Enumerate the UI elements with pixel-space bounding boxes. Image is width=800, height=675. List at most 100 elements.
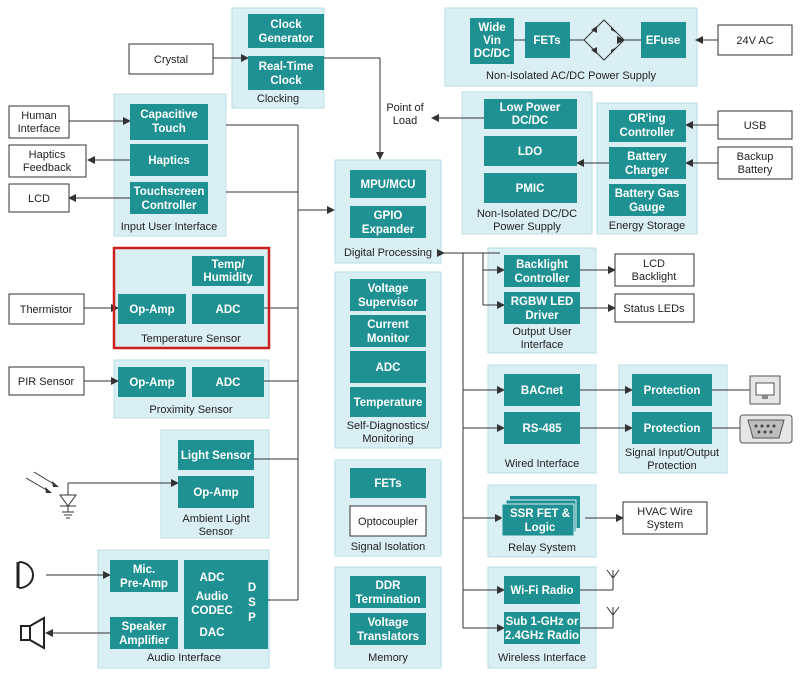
output-ui-title-1: Output User bbox=[512, 326, 572, 338]
light-opamp-block bbox=[178, 476, 254, 508]
realtime-clock-label-2: Clock bbox=[270, 75, 302, 87]
usb-label: USB bbox=[744, 120, 767, 132]
protection-2-label: Protection bbox=[644, 423, 701, 435]
input-ui-title: Input User Interface bbox=[121, 221, 218, 233]
pmic-label: PMIC bbox=[516, 183, 545, 195]
dcdc-title-1: Non-Isolated DC/DC bbox=[477, 208, 577, 220]
voltage-translators-block bbox=[350, 613, 426, 645]
rs485-label: RS-485 bbox=[523, 423, 563, 435]
signal-io-title-1: Signal Input/Output bbox=[625, 447, 719, 459]
light-title-2: Sensor bbox=[199, 526, 234, 538]
ac-24v-label: 24V AC bbox=[736, 35, 773, 47]
oring-label-1: OR'ing bbox=[628, 113, 665, 125]
backup-battery-label-1: Backup bbox=[737, 151, 774, 163]
acdc-fets-block bbox=[525, 22, 570, 58]
ddr-label-2: Termination bbox=[356, 594, 421, 606]
temp-humidity-block bbox=[192, 256, 264, 286]
subghz-label-1: Sub 1-GHz or bbox=[506, 616, 579, 628]
human-interface-box: Human Interface bbox=[8, 105, 70, 139]
low-power-dcdc-block bbox=[484, 99, 577, 129]
touch-label-1: Capacitive bbox=[140, 109, 198, 121]
touchscreen-controller-block bbox=[130, 182, 208, 214]
temp-adc-label: ADC bbox=[216, 304, 241, 316]
lcd-backlight-label-1: LCD bbox=[643, 258, 665, 270]
protection-1-label: Protection bbox=[644, 385, 701, 397]
protection-1-block bbox=[632, 374, 712, 406]
ssr-label-1: SSR FET & bbox=[510, 508, 570, 520]
codec-label-1: Audio bbox=[196, 591, 229, 603]
capacitive-touch-block bbox=[130, 104, 208, 140]
wide-vin-label-2: Vin bbox=[483, 35, 501, 47]
prox-opamp-label: Op-Amp bbox=[129, 377, 174, 389]
mic-preamp-block bbox=[110, 560, 178, 592]
temp-adc-block bbox=[192, 294, 264, 324]
backlight-label-1: Backlight bbox=[516, 259, 568, 271]
connections bbox=[45, 36, 750, 637]
db9-connector-icon bbox=[739, 414, 793, 444]
wired-title: Wired Interface bbox=[505, 458, 580, 470]
speaker-icon bbox=[20, 616, 45, 650]
hvac-label-2: System bbox=[647, 519, 684, 531]
gauge-label-2: Gauge bbox=[629, 202, 665, 214]
audio-title: Audio Interface bbox=[147, 652, 221, 664]
crystal-box: Crystal bbox=[128, 43, 214, 75]
memory-title: Memory bbox=[368, 652, 408, 664]
backup-battery-box: Backup Battery bbox=[717, 146, 793, 180]
gpio-label-2: Expander bbox=[362, 224, 415, 236]
vsup-label-2: Supervisor bbox=[358, 297, 419, 309]
pir-sensor-label: PIR Sensor bbox=[18, 376, 75, 388]
audio-dac-label: DAC bbox=[200, 627, 225, 639]
speaker-amp-block bbox=[110, 617, 178, 649]
mpu-mcu-block bbox=[350, 170, 426, 198]
vsup-label-1: Voltage bbox=[368, 283, 409, 295]
point-of-load-text: Point of Load bbox=[386, 102, 424, 127]
touch-label-2: Touch bbox=[152, 123, 186, 135]
human-interface-label-1: Human bbox=[21, 110, 56, 122]
dsp-label-p: P bbox=[248, 612, 256, 624]
speaker-label-2: Amplifier bbox=[119, 635, 169, 647]
temp-opamp-block bbox=[118, 294, 186, 324]
diag-adc-block bbox=[350, 351, 426, 383]
touch-ctrl-label-2: Controller bbox=[142, 200, 197, 212]
light-sensor-label: Light Sensor bbox=[181, 450, 252, 462]
rj-connector-icon bbox=[749, 375, 781, 405]
haptics-label: Haptics bbox=[148, 155, 190, 167]
status-leds-box: Status LEDs bbox=[614, 293, 695, 323]
isolation-fets-block bbox=[350, 468, 426, 498]
mpu-label: MPU/MCU bbox=[361, 179, 416, 191]
diag-adc-label: ADC bbox=[376, 362, 401, 374]
clock-generator-block bbox=[248, 14, 324, 48]
clocking-title: Clocking bbox=[257, 93, 299, 105]
low-power-label-1: Low Power bbox=[500, 102, 561, 114]
diag-title-1: Self-Diagnostics/ bbox=[347, 420, 430, 432]
gpio-label-1: GPIO bbox=[374, 210, 403, 222]
wide-vin-label-3: DC/DC bbox=[474, 48, 510, 60]
isolation-fets-label: FETs bbox=[374, 478, 401, 490]
cmon-label-1: Current bbox=[367, 319, 409, 331]
rectifier-bridge-icon bbox=[507, 19, 641, 61]
point-of-load-label-2: Load bbox=[393, 115, 417, 127]
audio-codec-block bbox=[184, 560, 268, 649]
oring-controller-block bbox=[609, 110, 686, 142]
human-interface-label-2: Interface bbox=[18, 123, 61, 135]
pmic-block bbox=[484, 173, 577, 203]
cmon-label-2: Monitor bbox=[367, 333, 410, 345]
photodiode-icon bbox=[25, 471, 77, 519]
haptics-block bbox=[130, 144, 208, 176]
light-title-1: Ambient Light bbox=[182, 513, 249, 525]
optocoupler-label: Optocoupler bbox=[358, 516, 418, 528]
status-leds-label: Status LEDs bbox=[623, 303, 685, 315]
thermistor-box: Thermistor bbox=[8, 293, 85, 325]
ssr-label-2: Logic bbox=[525, 522, 556, 534]
rgbw-label-2: Driver bbox=[525, 310, 559, 322]
wifi-label: Wi-Fi Radio bbox=[510, 585, 573, 597]
gauge-label-1: Battery Gas bbox=[615, 188, 680, 200]
ac-24v-box: 24V AC bbox=[717, 24, 793, 56]
proximity-title: Proximity Sensor bbox=[149, 404, 232, 416]
acdc-title: Non-Isolated AC/DC Power Supply bbox=[486, 70, 656, 82]
optocoupler-block bbox=[349, 505, 427, 537]
dsp-label-d: D bbox=[248, 582, 256, 594]
clock-generator-label-2: Generator bbox=[259, 33, 314, 45]
temperature-title: Temperature Sensor bbox=[141, 333, 241, 345]
